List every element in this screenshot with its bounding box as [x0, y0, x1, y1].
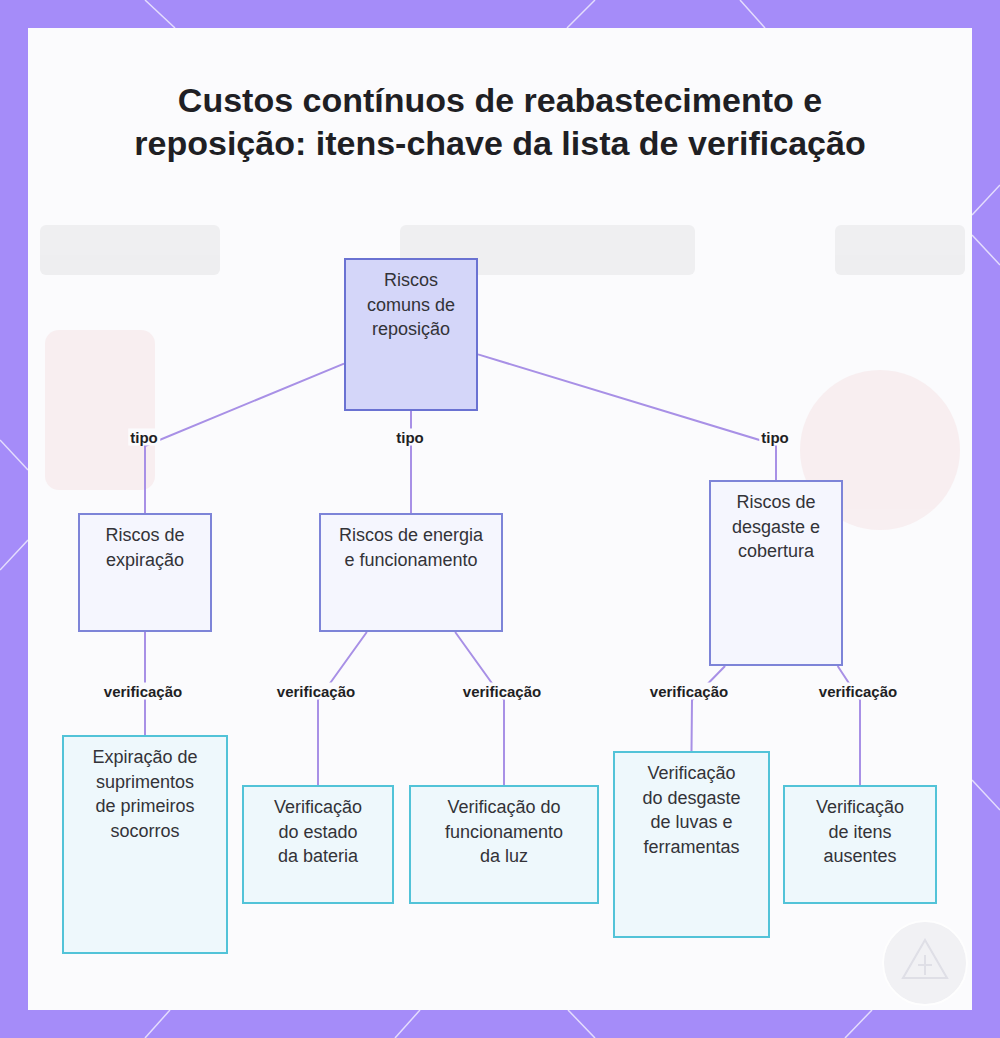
node-text: Verificação do funcionamento da luz	[434, 795, 574, 869]
leaf-box: Expiração de suprimentos de primeiros so…	[62, 735, 228, 954]
connector-line	[410, 411, 412, 513]
node-text: Verificação do estado da bateria	[266, 795, 370, 869]
node-text: Riscos de energia e funcionamento	[339, 523, 484, 572]
edge-label: verificação	[102, 683, 184, 700]
mid-box: Riscos de energia e funcionamento	[319, 513, 503, 632]
edge-label: verificação	[461, 683, 543, 700]
connector-line	[455, 632, 504, 785]
connector-line	[478, 354, 776, 480]
diagram-title: Custos contínuos de reabastecimento e re…	[120, 79, 880, 165]
leaf-box: Verificação do desgaste de luvas e ferra…	[613, 751, 770, 938]
leaf-box: Verificação do estado da bateria	[242, 785, 394, 904]
mid-box: Riscos de expiração	[78, 513, 212, 632]
edge-label: tipo	[759, 429, 791, 446]
edge-label: verificação	[817, 683, 899, 700]
connector-line	[318, 632, 367, 785]
leaf-box: Verificação de itens ausentes	[783, 785, 937, 904]
edge-label: verificação	[648, 683, 730, 700]
node-text: Riscos de expiração	[90, 523, 200, 572]
node-text: Expiração de suprimentos de primeiros so…	[89, 745, 201, 843]
node-text: Verificação de itens ausentes	[808, 795, 912, 869]
watermark-icon	[883, 921, 967, 1005]
connector-line	[692, 666, 726, 751]
edge-label: verificação	[275, 683, 357, 700]
connector-line	[145, 364, 344, 513]
edge-label: tipo	[394, 429, 426, 446]
node-text: Riscos comuns de reposição	[361, 268, 461, 342]
leaf-box: Verificação do funcionamento da luz	[409, 785, 599, 904]
mid-box: Riscos de desgaste e cobertura	[709, 480, 843, 666]
node-text: Verificação do desgaste de luvas e ferra…	[642, 761, 742, 859]
edge-label: tipo	[128, 429, 160, 446]
root-box: Riscos comuns de reposição	[344, 258, 478, 411]
node-text: Riscos de desgaste e cobertura	[731, 490, 821, 564]
